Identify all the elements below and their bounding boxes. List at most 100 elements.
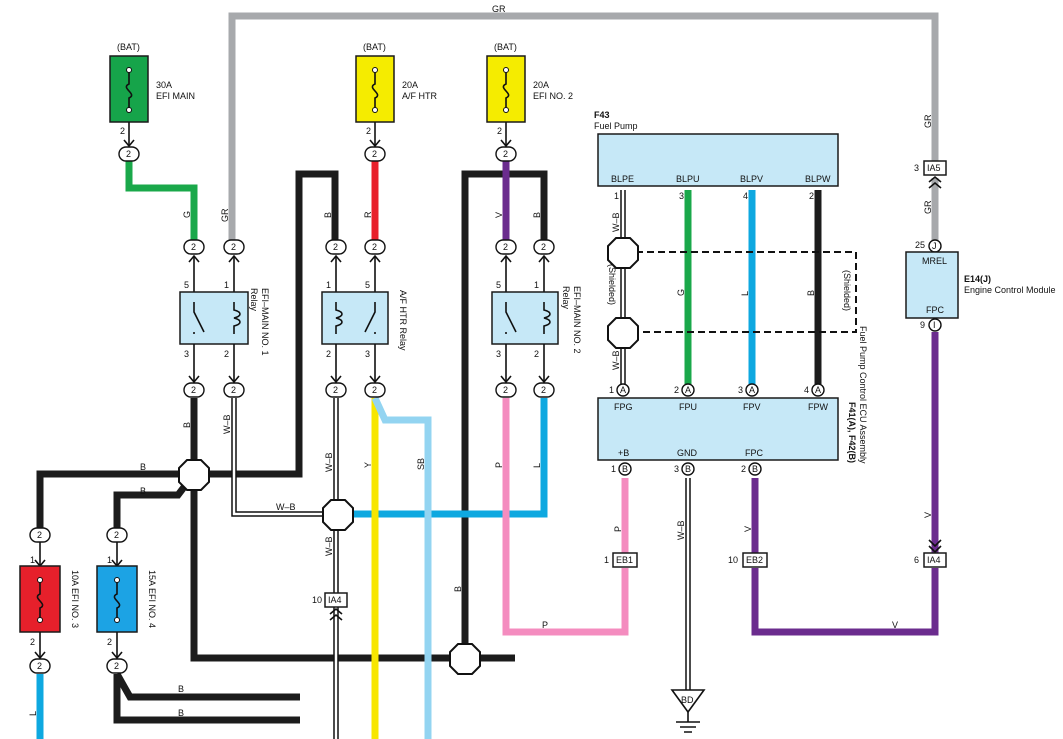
svg-text:25: 25 — [915, 240, 925, 250]
svg-text:B: B — [182, 422, 192, 428]
fuse-source: (BAT) — [494, 42, 517, 52]
svg-text:V: V — [923, 512, 933, 518]
relay-pin: 1 — [224, 280, 229, 290]
relay-pin: 3 — [496, 349, 501, 359]
svg-text:W–B: W–B — [222, 414, 232, 434]
junction-shield-top — [607, 237, 639, 269]
fuse-conn-label: 2 — [503, 149, 508, 159]
svg-text:P: P — [613, 526, 623, 532]
shield-top — [636, 251, 857, 333]
fuel-pump-pin: 2 — [809, 191, 814, 201]
wire-wb-relay1-inner — [232, 398, 325, 516]
svg-text:EB1: EB1 — [616, 555, 633, 565]
svg-text:2: 2 — [333, 242, 338, 252]
svg-text:W–B: W–B — [276, 502, 296, 512]
svg-text:W–B: W–B — [611, 350, 621, 370]
relay-label: EFI–MAIN NO. 1 — [260, 288, 270, 356]
svg-text:B: B — [140, 486, 146, 496]
fuse-pin-bot: 2 — [107, 637, 112, 647]
relay-pin: 3 — [184, 349, 189, 359]
junctions — [178, 237, 639, 675]
fuse-conn — [118, 146, 140, 162]
fuel-pump-pin: 3 — [679, 191, 684, 201]
fuse-name: A/F HTR — [402, 91, 437, 101]
svg-text:2: 2 — [37, 530, 42, 540]
relay-pin: 2 — [534, 349, 539, 359]
svg-text:R: R — [363, 211, 373, 218]
svg-text:Y: Y — [363, 462, 373, 468]
relay-label: EFI–MAIN NO. 2 — [572, 286, 582, 354]
svg-text:GR: GR — [923, 114, 933, 128]
wires — [36, 12, 939, 739]
fuel-pump-code: F43 — [594, 110, 610, 120]
wire-p — [502, 398, 629, 636]
svg-text:B: B — [140, 462, 146, 472]
inline-eb2: 10 EB2 — [728, 552, 768, 568]
inline-ia4-ecm: 6 IA4 — [914, 539, 947, 568]
svg-text:GR: GR — [923, 200, 933, 214]
wire-v-fpc2 — [751, 568, 939, 636]
ecu-body — [597, 397, 839, 461]
svg-text:2: 2 — [191, 242, 196, 252]
fuel-pump-pin: 4 — [743, 191, 748, 201]
svg-text:A: A — [749, 385, 755, 395]
svg-text:FPG: FPG — [614, 402, 633, 412]
svg-text:10: 10 — [728, 555, 738, 565]
svg-text:FPU: FPU — [679, 402, 697, 412]
relay-pin: 5 — [496, 280, 501, 290]
svg-text:3: 3 — [674, 464, 679, 474]
fuse-efi-no2: (BAT) 20A EFI NO. 2 2 2 — [486, 42, 573, 162]
svg-text:FPV: FPV — [743, 402, 761, 412]
fuel-pump-terminal: BLPU — [676, 174, 700, 184]
fuse-source: (BAT) — [117, 42, 140, 52]
svg-text:2: 2 — [541, 242, 546, 252]
relay-body — [179, 291, 249, 345]
fuse-name: EFI MAIN — [156, 91, 195, 101]
svg-text:A: A — [620, 385, 626, 395]
ground-triangle — [670, 689, 706, 714]
fuse-pin-top: 1 — [107, 555, 112, 565]
fuel-pump-terminal: BLPE — [611, 174, 634, 184]
ecu-label1: F41(A), F42(B) — [847, 402, 857, 463]
relay-conn — [183, 239, 205, 255]
svg-text:G: G — [182, 211, 192, 218]
fuse-rating: 20A — [533, 80, 549, 90]
svg-text:2: 2 — [231, 242, 236, 252]
wire-b-fuse3 — [36, 470, 194, 530]
svg-text:B: B — [622, 464, 628, 474]
svg-text:B: B — [178, 684, 184, 694]
wire-labels: GR GR GR GR G B R V B B W–B W–B W–B Y SB… — [28, 4, 933, 718]
junction-relay1 — [178, 459, 210, 491]
fuse-dot — [126, 67, 132, 73]
svg-text:4: 4 — [804, 385, 809, 395]
svg-text:BD: BD — [681, 695, 694, 705]
fuse-rating: 20A — [402, 80, 418, 90]
svg-text:IA4: IA4 — [328, 595, 342, 605]
svg-text:2: 2 — [114, 530, 119, 540]
inline-ia5: 3 IA5 — [914, 160, 947, 189]
wire-b-fuse4-out — [113, 674, 300, 724]
fuse-efi-main: (BAT) 30A EFI MAIN 2 2 — [109, 42, 195, 162]
svg-text:V: V — [494, 212, 504, 218]
svg-text:SB: SB — [416, 458, 426, 470]
relay-pin: 3 — [365, 349, 370, 359]
svg-text:2: 2 — [191, 385, 196, 395]
svg-text:10: 10 — [312, 595, 322, 605]
ecm-body — [905, 251, 959, 319]
wire-wb-relay1 — [231, 398, 325, 517]
svg-text:2: 2 — [333, 385, 338, 395]
svg-text:A: A — [815, 385, 821, 395]
svg-text:GR: GR — [220, 208, 230, 222]
svg-text:GND: GND — [677, 448, 698, 458]
ecm: 25 J MREL FPC 9 I E14(J) Engine Control … — [905, 239, 1056, 332]
fuel-pump-pin: 1 — [614, 191, 619, 201]
wire-gr — [228, 12, 939, 240]
ecm-code: E14(J) — [964, 274, 991, 284]
fuse-efi-no3: 2 1 10A EFI NO. 3 2 2 — [19, 527, 80, 674]
fuse-pin: 2 — [120, 126, 125, 136]
svg-text:2: 2 — [231, 385, 236, 395]
svg-text:B: B — [323, 212, 333, 218]
ecu-bottom-connectors: 1 B 3 B 2 B — [611, 462, 762, 476]
relay-conn — [223, 239, 245, 255]
relay-pin: 2 — [326, 349, 331, 359]
